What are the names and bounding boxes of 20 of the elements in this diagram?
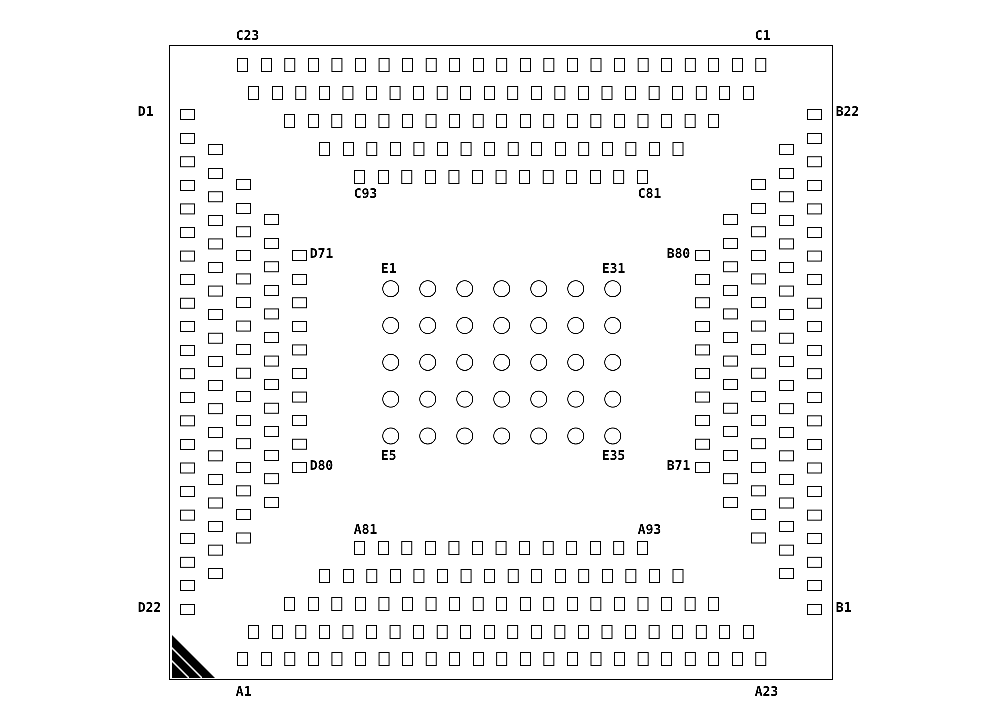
pin-label: B1 <box>836 601 852 616</box>
pin-label: A1 <box>236 685 252 700</box>
pin-label: C81 <box>638 187 662 202</box>
pin-label: E35 <box>602 449 626 464</box>
pin-label: A23 <box>755 685 778 700</box>
pin-label: D80 <box>310 459 334 474</box>
pin-label: C93 <box>354 187 378 202</box>
pin-label: E1 <box>381 262 397 277</box>
pin-label: D1 <box>138 105 154 120</box>
pin-label: B71 <box>667 459 690 474</box>
pin-label: B80 <box>667 247 690 262</box>
pin-label: C23 <box>236 29 260 44</box>
pin-label: B22 <box>836 105 860 120</box>
pin-label: D22 <box>138 601 162 616</box>
pin-label: E5 <box>381 449 397 464</box>
pin-label: D71 <box>310 247 334 262</box>
pin-label: A81 <box>354 523 378 538</box>
pin-label: C1 <box>755 29 771 44</box>
pin-label: A93 <box>638 523 662 538</box>
pin-label: E31 <box>602 262 626 277</box>
